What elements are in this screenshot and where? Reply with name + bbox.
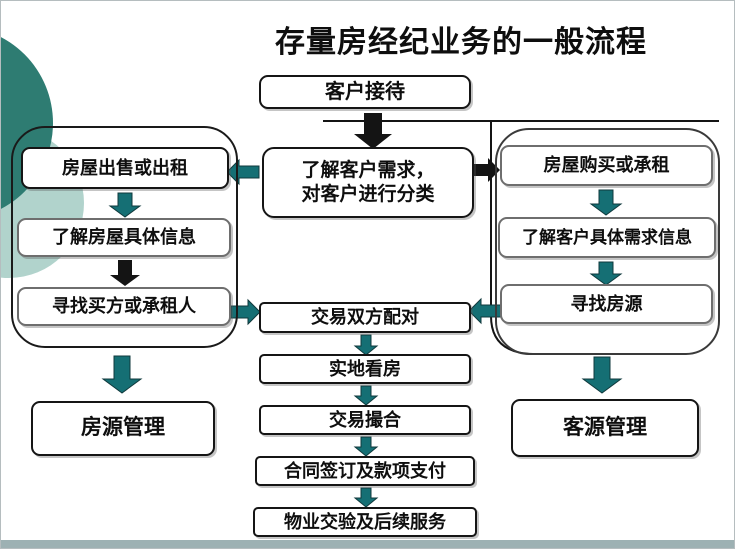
node-client-source-management: 客源管理 <box>511 399 699 457</box>
node-transaction-matchmaking: 交易撮合 <box>259 405 471 435</box>
arrow-right-to-client-management <box>581 356 623 394</box>
node-contract-and-payment: 合同签订及款项支付 <box>255 456 475 486</box>
arrow-matching-to-viewing <box>353 334 379 356</box>
node-house-details: 了解房屋具体信息 <box>17 218 231 257</box>
node-onsite-viewing: 实地看房 <box>259 354 471 384</box>
node-understand-classify-text: 了解客户需求， 对客户进行分类 <box>301 159 434 207</box>
arrow-right-step1-to-step2 <box>589 189 623 216</box>
node-client-requirement-details: 了解客户具体需求信息 <box>498 217 716 258</box>
node-find-house-source: 寻找房源 <box>500 284 713 324</box>
node-match-both-parties: 交易双方配对 <box>259 302 471 333</box>
arrow-classify-to-right-branch <box>471 158 500 182</box>
arrow-right-step2-to-step3 <box>589 261 623 286</box>
arrow-contract-to-handover <box>353 487 379 508</box>
node-find-buyer-or-tenant: 寻找买方或承租人 <box>17 287 231 326</box>
classify-line-1: 了解客户需求， <box>301 159 435 181</box>
page-title: 存量房经纪业务的一般流程 <box>275 26 647 59</box>
classify-line-2: 对客户进行分类 <box>301 183 435 205</box>
arrow-matchmaking-to-contract <box>353 436 379 457</box>
node-house-buy-or-rent: 房屋购买或承租 <box>500 145 713 186</box>
node-house-source-management: 房源管理 <box>31 401 215 456</box>
arrow-left-step2-to-step3 <box>110 260 140 286</box>
arrow-viewing-to-matchmaking <box>353 385 379 406</box>
arrow-left-to-house-management <box>101 355 143 394</box>
node-handover-and-followup: 物业交验及后续服务 <box>253 507 477 537</box>
bottom-accent-bar <box>1 540 734 548</box>
node-understand-classify: 了解客户需求， 对客户进行分类 <box>262 147 474 218</box>
left-branch-container <box>11 126 238 348</box>
arrow-reception-to-classify <box>354 113 392 149</box>
node-house-sale-or-rent: 房屋出售或出租 <box>21 147 229 189</box>
arrow-classify-to-left-branch <box>226 158 260 186</box>
right-branch-container <box>495 128 720 355</box>
node-customer-reception: 客户接待 <box>259 75 471 109</box>
arrow-left-step1-to-step2 <box>108 192 142 218</box>
arrow-left-branch-to-matching <box>230 298 261 326</box>
